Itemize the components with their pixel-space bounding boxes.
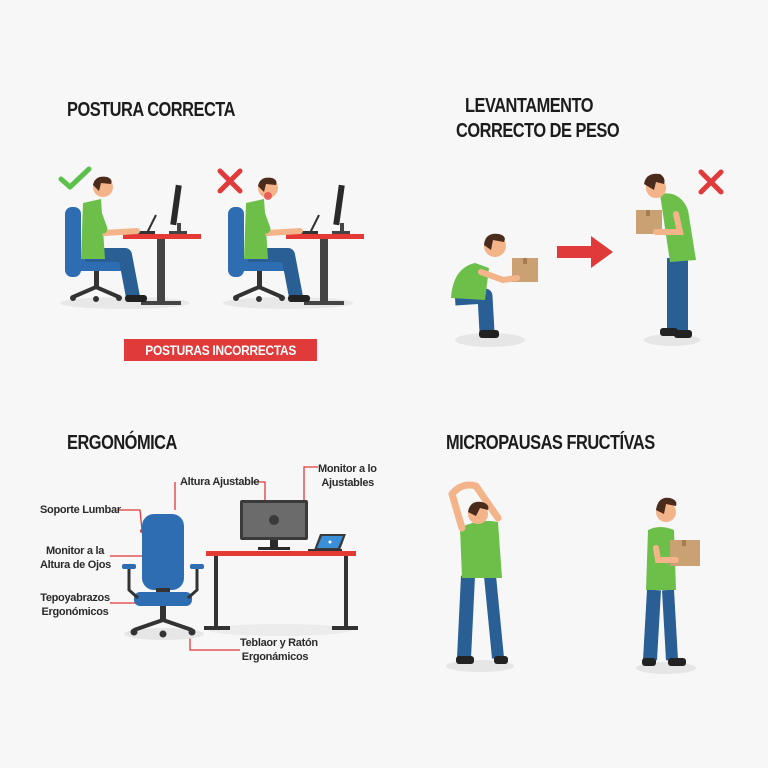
callout-text: Ajustables [321, 477, 374, 489]
seated-correct-illustration [60, 176, 201, 309]
carrying-box-illustration [636, 497, 700, 674]
cross-icon [698, 169, 724, 195]
incorrect-postures-badge: POSTURAS INCORRECTAS [124, 339, 318, 361]
callout-text: Ergonómicos [41, 606, 109, 618]
callout-adjustable-height: Altura Ajustable [180, 475, 259, 489]
lifting-title-line1: LEVANTAMENTO [465, 95, 594, 117]
callout-monitor: Monitor a lo Ajustables [318, 462, 377, 490]
ergonomic-chair-illustration [122, 514, 204, 640]
callout-text: Ergonámicos [241, 651, 309, 663]
callout-text: Monitor a lo [318, 463, 377, 475]
lifting-title-line2: CORRECTO DE PESO [456, 120, 620, 142]
cross-icon [217, 168, 243, 194]
posture-title: POSTURA CORRECTA [67, 99, 235, 121]
squat-lift-illustration [451, 233, 538, 347]
callout-text: Altura de Ojos [40, 559, 111, 571]
callout-eye-level: Monitor a la Altura de Ojos [40, 544, 111, 572]
arrow-right-icon [557, 236, 613, 268]
breaks-title: MICROPAUSAS FRUCTÍVAS [446, 432, 655, 454]
callout-text: Tepoyabrazos [40, 592, 110, 604]
seated-incorrect-illustration [223, 177, 364, 309]
callout-lumbar-support: Soporte Lumbar [40, 503, 121, 517]
ergonomics-title: ERGONÓMICA [67, 432, 177, 454]
callout-text: Altura Ajustable [180, 476, 260, 488]
stretching-illustration [446, 481, 514, 672]
ergonomic-desk-illustration [204, 500, 358, 636]
callout-text: Monitor a la [45, 545, 105, 557]
badge-label: POSTURAS INCORRECTAS [145, 342, 297, 358]
bent-lift-illustration [636, 173, 700, 346]
callout-text: Soporte Lumbar [40, 504, 121, 516]
callout-armrests: Tepoyabrazos Ergonómicos [40, 591, 110, 619]
callout-text: Teblaor y Ratón [240, 637, 318, 649]
callout-keyboard-mouse: Teblaor y Ratón Ergonámicos [240, 636, 318, 664]
check-icon [58, 166, 92, 190]
